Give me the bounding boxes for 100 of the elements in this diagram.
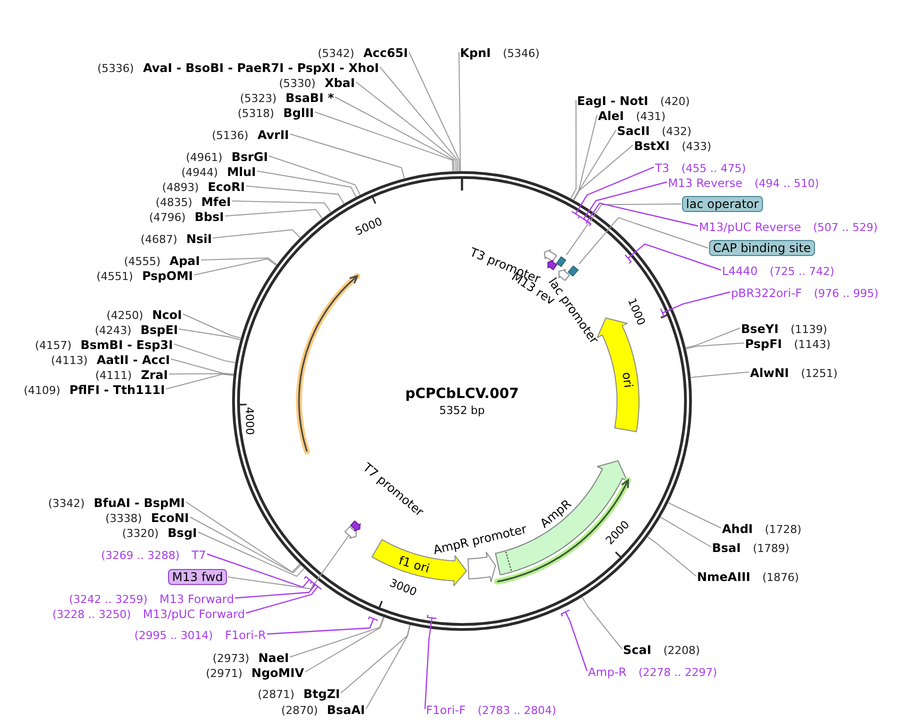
enzyme-name: AvrII [257,128,289,142]
leader-line [571,166,655,219]
enzyme-name: NmeAIII [697,570,750,584]
cut-site-position: (2208) [663,644,700,657]
leader-line [314,112,454,172]
leader-line [624,243,722,271]
enzyme-name: EcoRI [208,180,245,194]
ruler-label: 5000 [354,216,385,238]
leader-line [579,181,668,224]
primer-name: F1ori-F [426,703,466,717]
enzyme-name: PflFI - Tth111I [69,383,165,397]
primer-binding-range: (455 .. 475) [681,162,746,175]
enzyme-name: PspFI [745,337,782,351]
cut-site-position: (5346) [502,47,540,60]
leader-line [228,532,351,590]
enzyme-name: EagI - NotI [577,94,648,108]
enzyme-name: AvaI - BsoBI - PaeR7I - PspXI - XhoI [142,61,379,75]
enzyme-name: AleI [598,109,624,123]
leader-line [232,200,332,213]
enzyme-name: BsaBI * [286,91,334,105]
leader-line [660,291,731,319]
enzyme-name: AhdI [722,522,753,536]
leader-line [356,82,457,172]
enzyme-name: AatII - AccI [96,353,170,367]
leader-line [290,134,405,179]
cut-site-position: (2973) [212,652,250,665]
cut-site-position: (420) [660,95,690,108]
enzyme-name: PspOMI [142,269,193,283]
leader-line [245,582,322,614]
enzyme-name: EcoNI [150,511,189,525]
leader-line [647,536,696,576]
primer-binding-range: (725 .. 742) [770,265,834,278]
enzyme-name: BsaAI [326,703,365,717]
leader-line [573,144,634,201]
enzyme-name: BsmBI - Esp3I [80,338,173,352]
leader-line [408,52,460,172]
leader-line [190,516,302,574]
enzyme-name: ZraI [140,368,168,382]
cut-site-position: (1876) [762,571,799,584]
cut-site-position: (4893) [162,181,199,194]
leader-line [690,372,750,378]
leader-line [224,208,323,219]
enzyme-name: NsiI [186,232,212,246]
primer-binding-range: (2278 .. 2297) [638,666,718,679]
leader-line [170,358,234,375]
leader-line [206,553,314,588]
leader-line [578,217,708,264]
cut-site-position: (1789) [752,542,790,555]
feature-label: f1 ori [398,554,432,576]
cut-site-position: (431) [636,110,666,123]
cut-site-position: (5136) [212,129,248,142]
cut-site-position: (4250) [106,309,144,322]
enzyme-name: BfuAI - BspMI [94,496,185,510]
leader-line [686,342,744,350]
leader-line [266,616,378,635]
ruler-label: 3000 [388,577,419,599]
leader-line [174,344,236,364]
feature-tag: lac operator [682,196,763,212]
enzyme-name: BsrGI [231,150,268,164]
enzyme-name: Acc65I [363,46,408,60]
enzyme-name: NcoI [152,308,182,322]
leader-line [366,624,411,710]
enzyme-name: XbaI [324,76,355,90]
leader-line [212,229,301,238]
cut-site-position: (4944) [181,166,218,179]
cut-site-position: (4796) [149,211,186,224]
cut-site-position: (4111) [95,369,132,382]
enzyme-name: BglII [283,106,314,120]
cut-site-position: (5318) [238,107,274,120]
cut-site-position: (4157) [34,339,72,352]
leader-line [200,258,278,265]
feature-tag: M13 fwd [168,569,227,585]
feature-label: ori [619,371,634,388]
enzyme-name: BbsI [194,210,224,224]
leader-line [380,66,458,172]
leader-line [246,186,344,204]
cut-site-position: (4687) [140,233,178,246]
cut-site-position: (4243) [94,324,132,337]
primer-name: T3 [655,161,670,175]
ruler-label: 4000 [242,406,256,435]
cut-site-position: (4113) [51,354,88,367]
leader-line [268,156,361,196]
cut-site-position: (5336) [97,62,134,75]
primer-name: M13/pUC Reverse [699,220,802,234]
leader-line [570,100,577,199]
cut-site-position: (432) [662,125,692,138]
leader-line [424,614,437,710]
cut-site-position: (2871) [258,688,294,701]
cut-site-position: (1728) [764,523,802,536]
leader-line [290,616,384,658]
enzyme-name: MluI [226,165,256,179]
cut-site-position: (5342) [318,47,354,60]
leader-line [304,616,384,672]
cut-site-position: (5330) [279,77,316,90]
primer-name: Amp-R [588,665,627,679]
leader-line [566,204,682,256]
cut-site-position: (433) [682,140,712,153]
leader-line [573,114,598,200]
plasmid-name: pCPCbLCV.007 [405,386,519,402]
leader-line [168,373,234,376]
